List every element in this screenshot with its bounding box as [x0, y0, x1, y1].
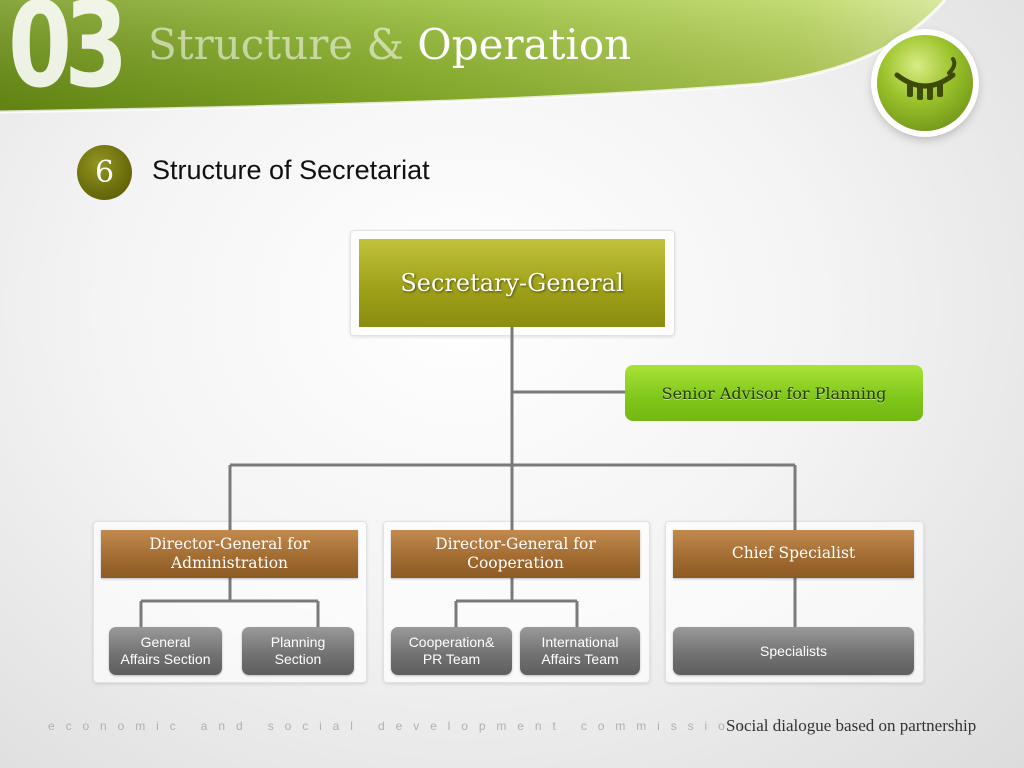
senior-advisor-label: Senior Advisor for Planning [661, 383, 887, 403]
director-general-cooperation-box: Director-General for Cooperation [391, 530, 640, 578]
senior-advisor-box: Senior Advisor for Planning [625, 365, 923, 421]
page-title: Structure & Operation [148, 24, 631, 66]
section-number: 03 [8, 0, 128, 114]
specialists-box: Specialists [673, 627, 914, 675]
planning-section-box: Planning Section [242, 627, 354, 675]
section-number-badge: 6 [77, 145, 132, 200]
eye-logo-icon [877, 35, 973, 131]
page-title-part2: Operation [417, 20, 632, 69]
director-general-cooperation-label: Director-General for Cooperation [435, 534, 596, 572]
general-affairs-section-label: General Affairs Section [120, 634, 211, 667]
footer-tagline-right: Social dialogue based on partnership [726, 716, 977, 735]
header-band [0, 0, 947, 114]
general-affairs-section-box: General Affairs Section [109, 627, 222, 675]
international-affairs-team-label: International Affairs Team [541, 634, 619, 667]
chief-specialist-label: Chief Specialist [731, 544, 856, 563]
director-general-administration-box: Director-General for Administration [101, 530, 358, 578]
footer-tagline-left: economic and social development commissi… [48, 719, 754, 733]
specialists-label: Specialists [760, 642, 827, 659]
cooperation-pr-team-label: Cooperation& PR Team [408, 634, 495, 667]
secretary-general-label: Secretary-General [400, 269, 624, 297]
director-general-administration-label: Director-General for Administration [149, 534, 310, 572]
secretary-general-box: Secretary-General [359, 239, 665, 327]
cooperation-pr-team-box: Cooperation& PR Team [391, 627, 512, 675]
page-title-part1: Structure & [148, 20, 404, 69]
international-affairs-team-box: International Affairs Team [520, 627, 640, 675]
planning-section-label: Planning Section [270, 634, 326, 667]
section-subtitle: Structure of Secretariat [152, 155, 430, 185]
chief-specialist-box: Chief Specialist [673, 530, 914, 578]
